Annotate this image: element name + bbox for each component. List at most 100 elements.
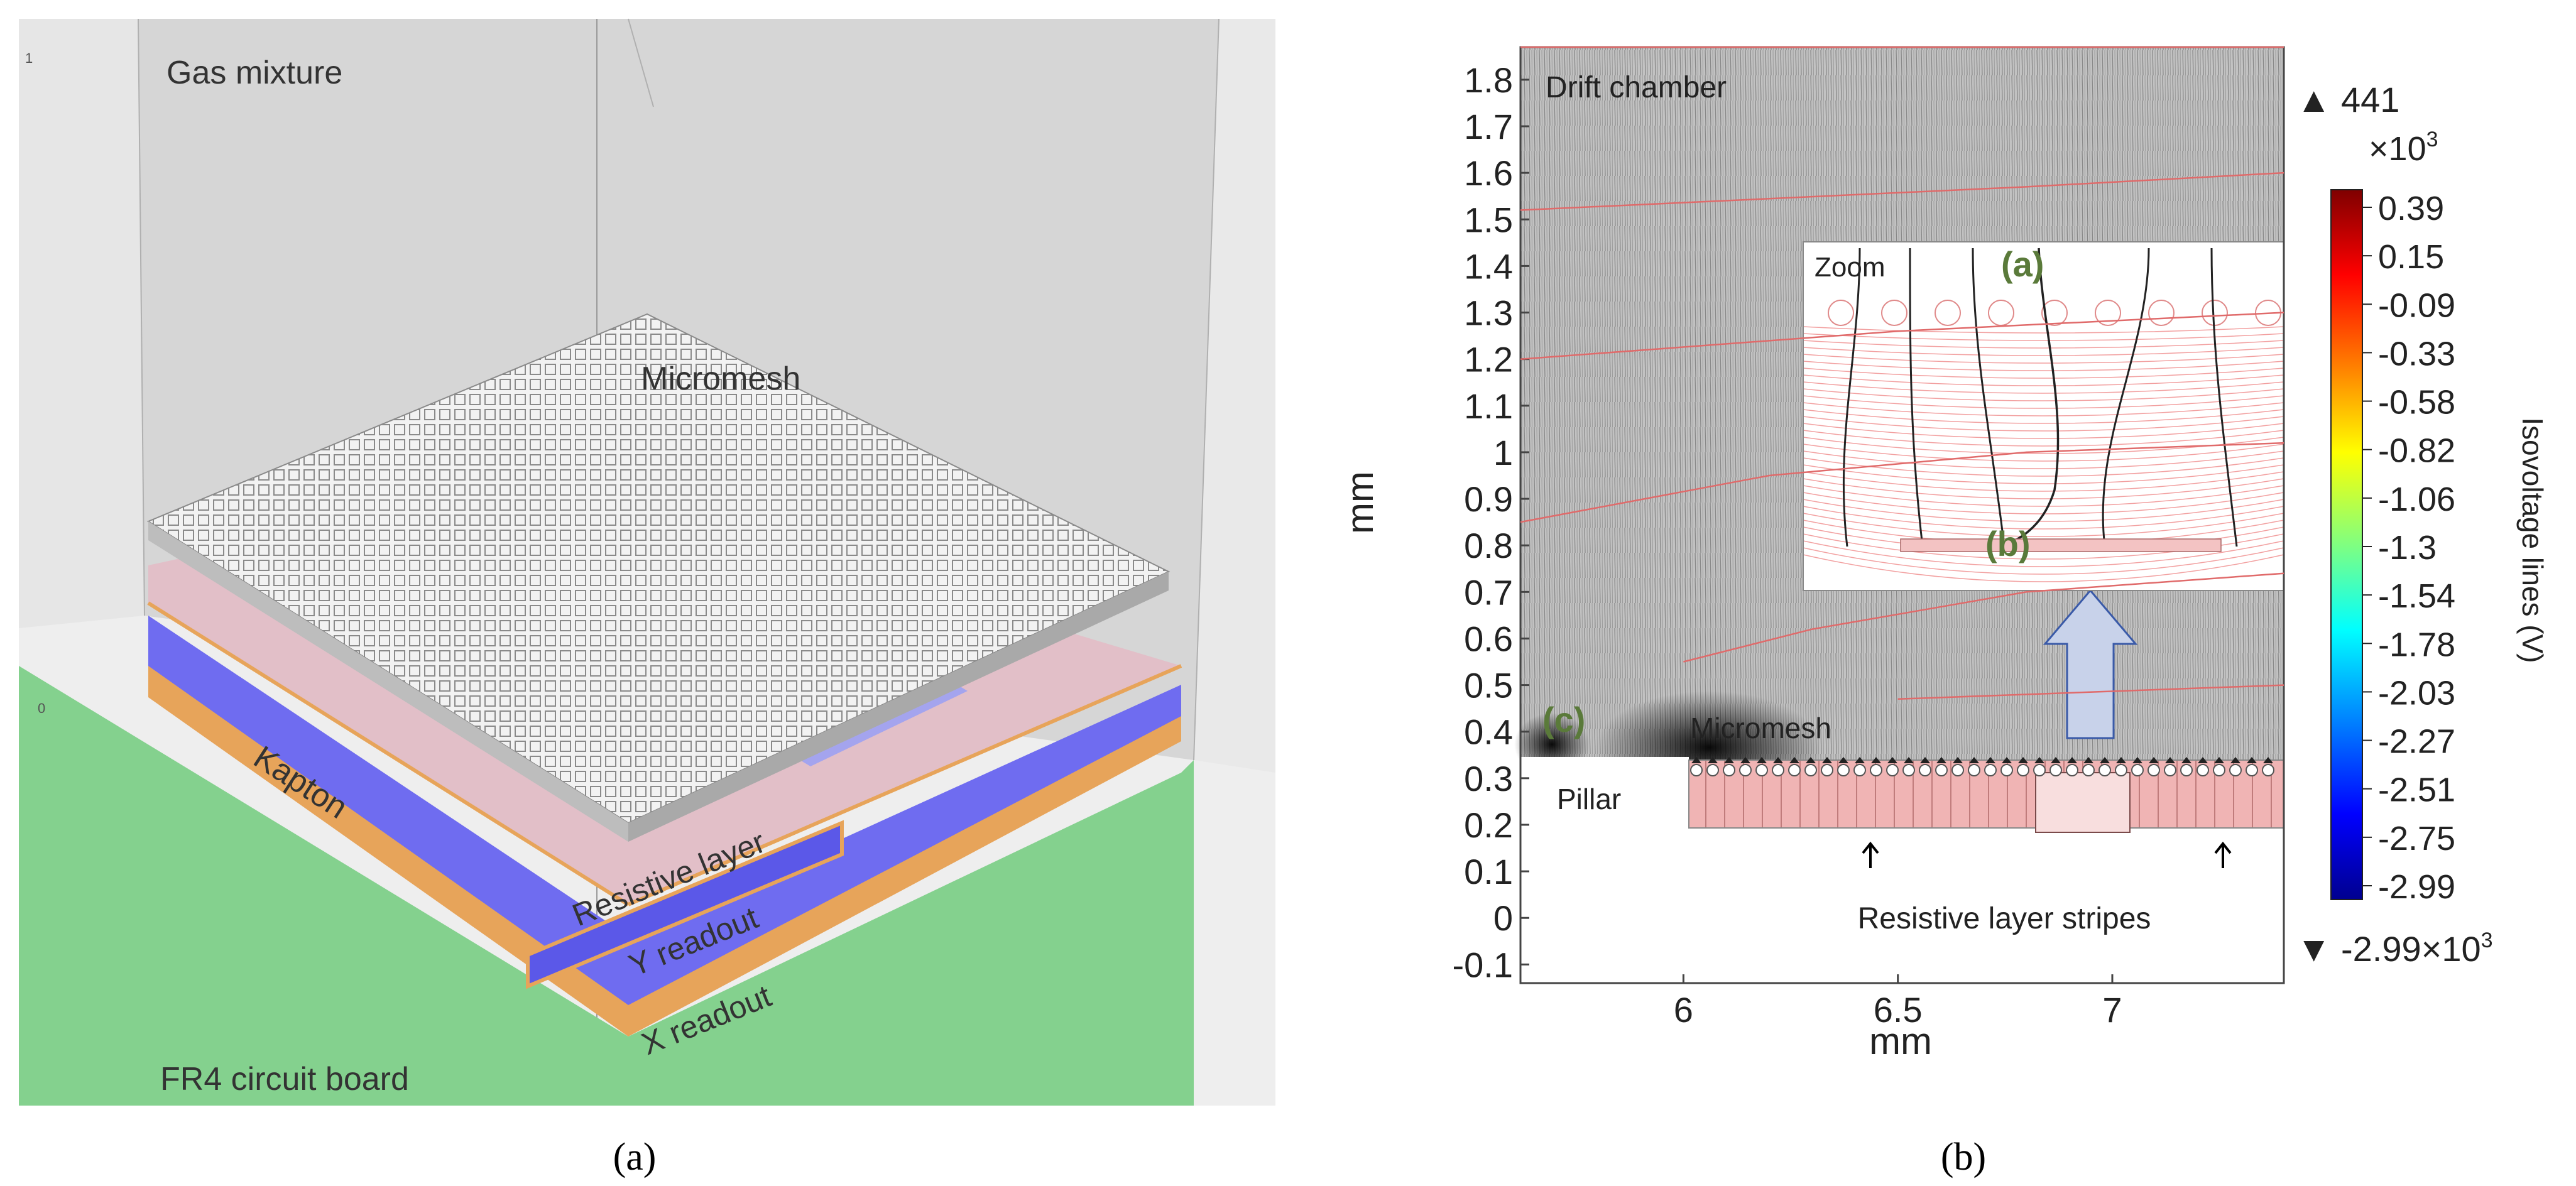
zoom-mesh-wire — [1935, 300, 1961, 326]
zoom-isoline — [1803, 478, 2284, 499]
gas-side-right — [1194, 19, 1275, 773]
mesh-wire-tip — [2034, 757, 2044, 763]
mesh-wire-tip — [1724, 757, 1734, 763]
label-micromesh: Micromesh — [641, 361, 800, 397]
zoom-isoline — [1803, 554, 2284, 582]
mesh-wire — [1706, 764, 1719, 776]
y-tick-label: 1.8 — [1464, 60, 1513, 100]
zoom-arrow — [2043, 589, 2138, 739]
zoom-isoline — [1803, 354, 2284, 364]
caption-a: (a) — [613, 1136, 657, 1178]
mesh-wire-tip — [1855, 757, 1865, 763]
y-tick-label: 1.2 — [1464, 340, 1513, 379]
mesh-wire-tip — [2100, 757, 2110, 763]
colorbar-tick-label: -2.99 — [2378, 868, 2455, 906]
zoom-resistive-stripe — [1900, 538, 2222, 552]
colorbar-multiplier-exp: 3 — [2426, 128, 2438, 151]
zoom-isoline — [1803, 395, 2284, 409]
label-fr4: FR4 circuit board — [160, 1061, 409, 1097]
mesh-wire-tip — [2230, 757, 2240, 763]
mesh-wire-tip — [2149, 757, 2159, 763]
colorbar-multiplier: ×103 — [2369, 128, 2438, 168]
isovoltage-line — [1520, 312, 2284, 360]
mesh-wire-tip — [1838, 757, 1848, 763]
zoom-isoline — [1803, 430, 2284, 447]
micromesh-edge — [148, 521, 628, 842]
colorbar-tick-label: -2.75 — [2378, 820, 2455, 857]
colorbar-tick-label: -2.51 — [2378, 771, 2455, 809]
y-axis-title: mm — [1339, 471, 1381, 534]
mesh-wire — [2131, 764, 2144, 776]
mesh-wire — [2229, 764, 2242, 776]
mesh-wire-tip — [2083, 757, 2093, 763]
zoom-field-line — [1972, 248, 2006, 547]
mesh-wire — [2180, 764, 2193, 776]
panel-a: 1 0 Gas mixture Micromesh Kapton Resisti… — [19, 18, 1275, 1178]
stripe-arrow — [2214, 841, 2232, 868]
mesh-wire-tip — [1789, 757, 1799, 763]
mesh-wire — [1984, 764, 1997, 776]
x-axis-title: mm — [1869, 1020, 1932, 1062]
y-tick-label: 0.2 — [1464, 805, 1513, 845]
colorbar-tick-label: -1.78 — [2378, 626, 2455, 663]
zoom-isoline — [1803, 547, 2284, 575]
colorbar-tick-label: -2.27 — [2378, 723, 2455, 761]
isovoltage-line — [1897, 684, 2284, 700]
mesh-wire — [1919, 764, 1931, 776]
x-tick-label: 6 — [1674, 990, 1693, 1030]
y-tick-label: 0.7 — [1464, 572, 1513, 612]
mesh-wire-tip — [1806, 757, 1816, 763]
mesh-wire — [1690, 764, 1703, 776]
y-tick-label: 0.5 — [1464, 666, 1513, 705]
zoom-isoline — [1803, 443, 2284, 462]
panel-b: 1.81.71.61.51.41.31.21.110.90.80.70.60.5… — [1339, 46, 2549, 1178]
y-tick-label: 1.4 — [1464, 246, 1513, 286]
mesh-wire-tip — [1904, 757, 1914, 763]
mesh-wire-tip — [2214, 757, 2224, 763]
zoom-isoline — [1803, 361, 2284, 371]
zoom-isoline — [1803, 499, 2284, 522]
colorbar-tick-label: -2.03 — [2378, 674, 2455, 712]
mesh-wire — [1739, 764, 1752, 776]
x-tick-label: 6.5 — [1874, 990, 1923, 1030]
zoom-isoline — [1803, 506, 2284, 530]
mesh-wire — [1935, 764, 1948, 776]
colorbar-tick-label: -0.82 — [2378, 432, 2455, 470]
stripe-arrow — [1862, 841, 1879, 868]
y-tick-label: 0.1 — [1464, 852, 1513, 891]
frame-line — [628, 18, 654, 107]
mesh-wire — [1853, 764, 1866, 776]
marker-b: (b) — [1985, 524, 2031, 563]
zoom-isoline — [1803, 450, 2284, 469]
mesh-wire-tip — [1773, 757, 1783, 763]
mesh-wire-tip — [2067, 757, 2077, 763]
tick-label: 0 — [38, 700, 45, 716]
label-zoom: Zoom — [1815, 252, 1885, 283]
mesh-wire — [2066, 764, 2078, 776]
mesh-wire-tip — [1887, 757, 1897, 763]
zoom-mesh-wire — [2148, 300, 2175, 326]
isovoltage-line — [1520, 171, 2284, 211]
y-tick-label: 1.6 — [1464, 153, 1513, 193]
zoom-inset — [1803, 241, 2284, 591]
caption-b: (b) — [1941, 1136, 1986, 1178]
pillar — [1520, 757, 1689, 807]
x-tick-label: 7 — [2102, 990, 2122, 1030]
colorbar-tick-label: -0.58 — [2378, 384, 2455, 422]
zoom-isoline — [1803, 402, 2284, 416]
colorbar: ▲ 441 ×103 0.390.15-0.09-0.33-0.58-0.82-… — [2296, 80, 2549, 969]
mesh-wire-tip — [1822, 757, 1832, 763]
frame-line — [138, 18, 145, 616]
label-micromesh-b: Micromesh — [1690, 712, 1831, 744]
y-tick-label: 0.3 — [1464, 759, 1513, 798]
zoom-isoline — [1803, 513, 2284, 537]
colorbar-tick-label: 0.39 — [2378, 190, 2444, 227]
zoom-mesh-wire — [1988, 300, 2014, 326]
mesh-wire-tip — [2263, 757, 2273, 763]
mesh-wire — [1968, 764, 1980, 776]
colorbar-ticks: 0.390.15-0.09-0.33-0.58-0.82-1.06-1.3-1.… — [2362, 190, 2455, 906]
zoom-mesh-wire — [2202, 300, 2228, 326]
y-tick-label: 1.1 — [1464, 386, 1513, 426]
colorbar-tick-label: -1.54 — [2378, 577, 2455, 615]
colorbar-min-text: ▼ -2.99×10 — [2296, 929, 2481, 969]
